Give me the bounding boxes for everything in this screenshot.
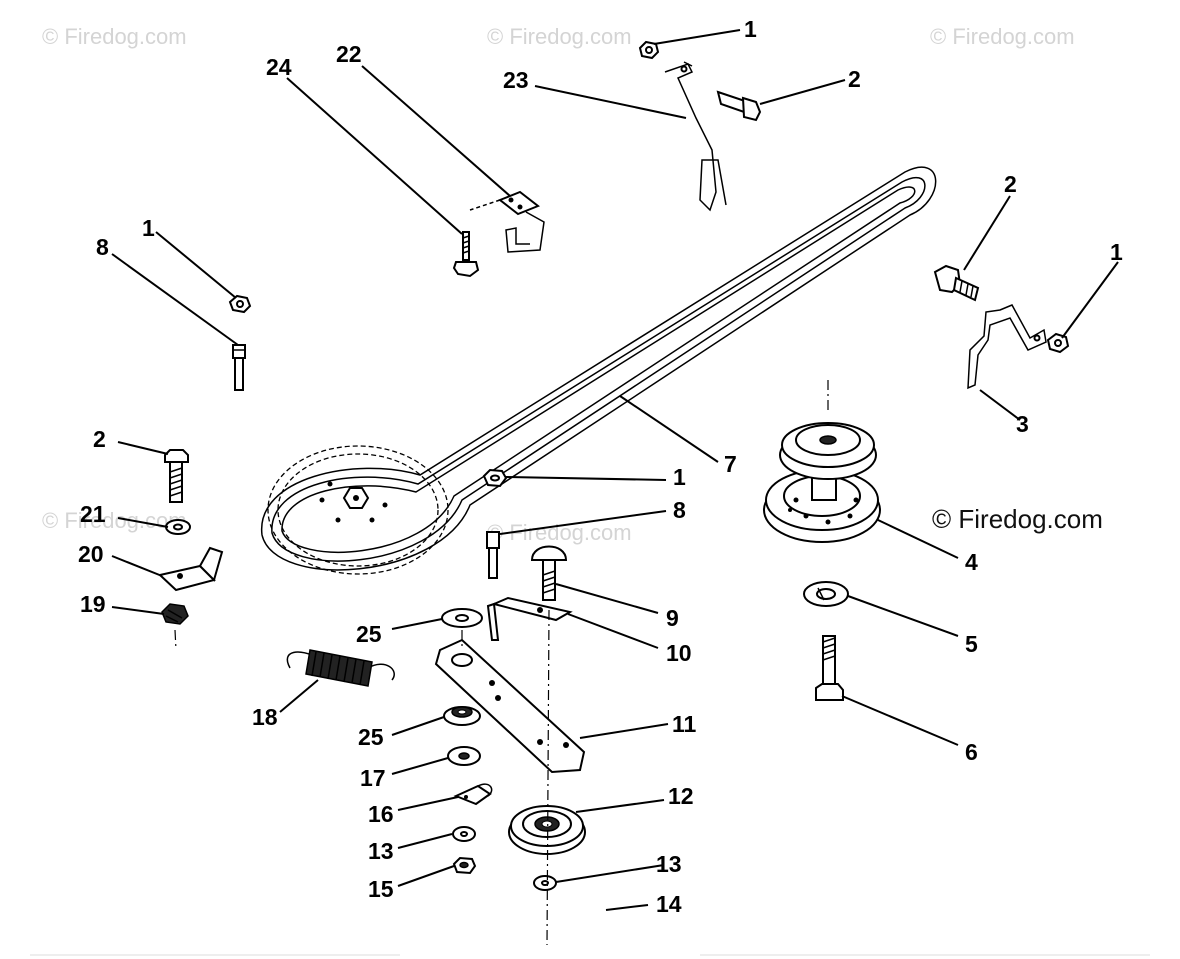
bushing-icon — [441, 608, 483, 628]
callout-label: 2 — [1004, 171, 1017, 197]
center-axis-line — [546, 609, 550, 946]
callout-label: 13 — [368, 838, 394, 864]
watermark: © Firedog.com — [930, 24, 1075, 49]
watermark: © Firedog.com — [487, 24, 632, 49]
callout-label: 1 — [744, 16, 757, 42]
callout-label: 4 — [965, 549, 978, 575]
belt-guide-bracket-icon — [664, 61, 727, 212]
spring-icon — [286, 649, 395, 687]
screw-icon — [452, 231, 480, 278]
nut-icon — [638, 40, 660, 60]
callout-label: 21 — [80, 501, 106, 527]
belt-keeper-bracket-icon — [469, 190, 545, 253]
lock-washer-icon — [803, 581, 849, 607]
callout-label: 5 — [965, 631, 978, 657]
callout-label: 14 — [656, 891, 682, 917]
callout-label: 13 — [656, 851, 682, 877]
callout-label: 2 — [93, 426, 106, 452]
callout-label: 1 — [142, 215, 155, 241]
callout-label: 3 — [1016, 411, 1029, 437]
callout-label: 8 — [96, 234, 109, 260]
stud-icon — [486, 531, 500, 579]
callout-label: 9 — [666, 605, 679, 631]
callout-label: 20 — [78, 541, 104, 567]
callout-label: 24 — [266, 54, 292, 80]
callout-label: 25 — [358, 724, 384, 750]
bolt-icon — [933, 264, 980, 302]
main-watermark: © Firedog.com — [932, 504, 1103, 534]
callout-label: 6 — [965, 739, 978, 765]
callout-label: 19 — [80, 591, 106, 617]
callout-label: 7 — [724, 451, 737, 477]
nut-icon — [1046, 332, 1070, 354]
locknut-icon — [161, 603, 189, 651]
washer-icon — [447, 746, 481, 766]
stud-icon — [232, 344, 246, 391]
callout-labels: 1 2 23 22 24 1 8 2 1 3 7 2 21 20 19 1 8 … — [78, 16, 1123, 917]
callout-label: 22 — [336, 41, 362, 67]
callout-label: 25 — [356, 621, 382, 647]
spring-bracket-icon — [453, 783, 493, 806]
callout-label: 1 — [1110, 239, 1123, 265]
belt-guide-bracket-icon — [967, 304, 1047, 390]
drive-belt — [261, 166, 937, 575]
callout-label: 17 — [360, 765, 386, 791]
callout-label: 10 — [666, 640, 692, 666]
washer-icon — [533, 875, 557, 891]
callout-label: 18 — [252, 704, 278, 730]
callout-label: 1 — [673, 464, 686, 490]
leader-lines — [111, 29, 1119, 911]
callout-label: 2 — [848, 66, 861, 92]
bolt-icon — [164, 449, 189, 503]
nut-icon — [482, 468, 508, 488]
callout-label: 11 — [672, 711, 697, 737]
callout-label: 15 — [368, 876, 394, 902]
engine-pulley-icon — [763, 380, 881, 543]
idler-pulley-icon — [508, 805, 586, 855]
bolt-icon — [716, 90, 762, 122]
callout-label: 12 — [668, 783, 694, 809]
washer-icon — [452, 826, 476, 842]
callout-label: 23 — [503, 67, 529, 93]
callout-label: 16 — [368, 801, 394, 827]
bolt-icon — [815, 635, 844, 701]
watermark: © Firedog.com — [42, 24, 187, 49]
callout-label: 8 — [673, 497, 686, 523]
bushing-icon — [443, 706, 481, 726]
watermark: © Firedog.com — [42, 508, 187, 533]
nut-icon — [452, 856, 477, 875]
carriage-bolt-icon — [530, 545, 568, 601]
idler-bracket-icon — [486, 596, 573, 641]
washer-icon — [165, 519, 191, 535]
nut-icon — [228, 294, 252, 314]
mounting-bracket-icon — [157, 546, 224, 592]
